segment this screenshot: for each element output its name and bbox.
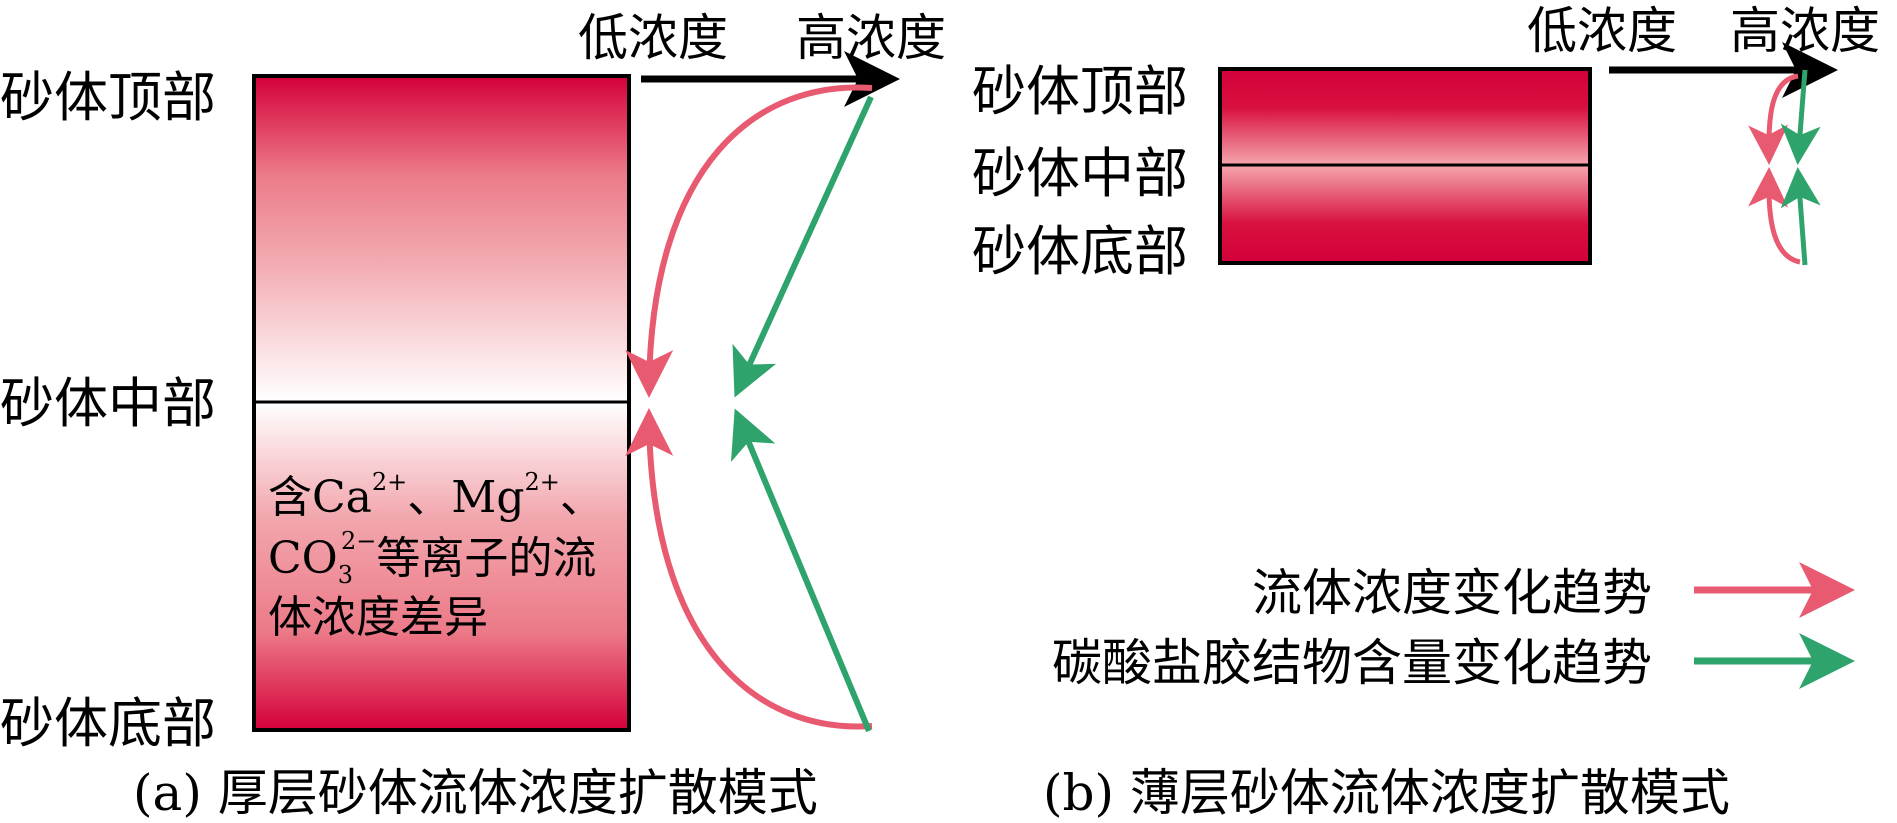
panel-b: 砂体顶部 砂体中部 砂体底部 低浓度 高浓度 (b) 薄层砂体流体浓度扩散模式	[972, 2, 1880, 822]
ion-text-line3: 体浓度差异	[268, 592, 488, 643]
label-middle-b: 砂体中部	[972, 142, 1188, 205]
carbonate-trend-arrow-lower-a	[730, 408, 872, 733]
carbonate-trend-arrow-upper-a	[732, 95, 874, 398]
label-top-b: 砂体顶部	[972, 60, 1188, 123]
sand-lower-b	[1220, 165, 1590, 263]
axis-low-b: 低浓度	[1527, 2, 1677, 60]
panel-a: 砂体顶部 砂体中部 砂体底部 含Ca2+、Mg2+、 CO32−等离子的流 体浓…	[0, 9, 946, 822]
legend: 流体浓度变化趋势 碳酸盐胶结物含量变化趋势	[1052, 562, 1855, 692]
carbonate-trend-arrow-upper-b	[1780, 69, 1821, 165]
label-top-a: 砂体顶部	[0, 66, 216, 129]
ion-text-line2: CO32−等离子的流	[268, 527, 596, 589]
fluid-trend-arrow-lower-a	[625, 408, 873, 730]
fluid-trend-arrow-upper-a	[625, 84, 873, 398]
label-middle-a: 砂体中部	[0, 372, 216, 435]
caption-b: (b) 薄层砂体流体浓度扩散模式	[1043, 764, 1730, 822]
fluid-trend-arrow-lower-b	[1748, 167, 1801, 265]
axis-high-b: 高浓度	[1730, 2, 1880, 60]
label-bottom-a: 砂体底部	[0, 692, 216, 755]
legend-label-carbonate: 碳酸盐胶结物含量变化趋势	[1052, 634, 1652, 692]
ion-text-line1: 含Ca2+、Mg2+、	[268, 468, 604, 523]
axis-low-a: 低浓度	[578, 9, 728, 67]
label-bottom-b: 砂体底部	[972, 220, 1188, 283]
carbonate-trend-arrow-lower-b	[1780, 167, 1821, 266]
sand-upper-b	[1220, 69, 1590, 165]
axis-high-a: 高浓度	[796, 9, 946, 67]
sand-lower-a	[254, 402, 629, 730]
caption-a: (a) 厚层砂体流体浓度扩散模式	[133, 764, 818, 822]
fluid-trend-arrow-upper-b	[1748, 73, 1799, 165]
sand-upper-a	[254, 76, 629, 402]
legend-label-fluid: 流体浓度变化趋势	[1252, 564, 1652, 622]
